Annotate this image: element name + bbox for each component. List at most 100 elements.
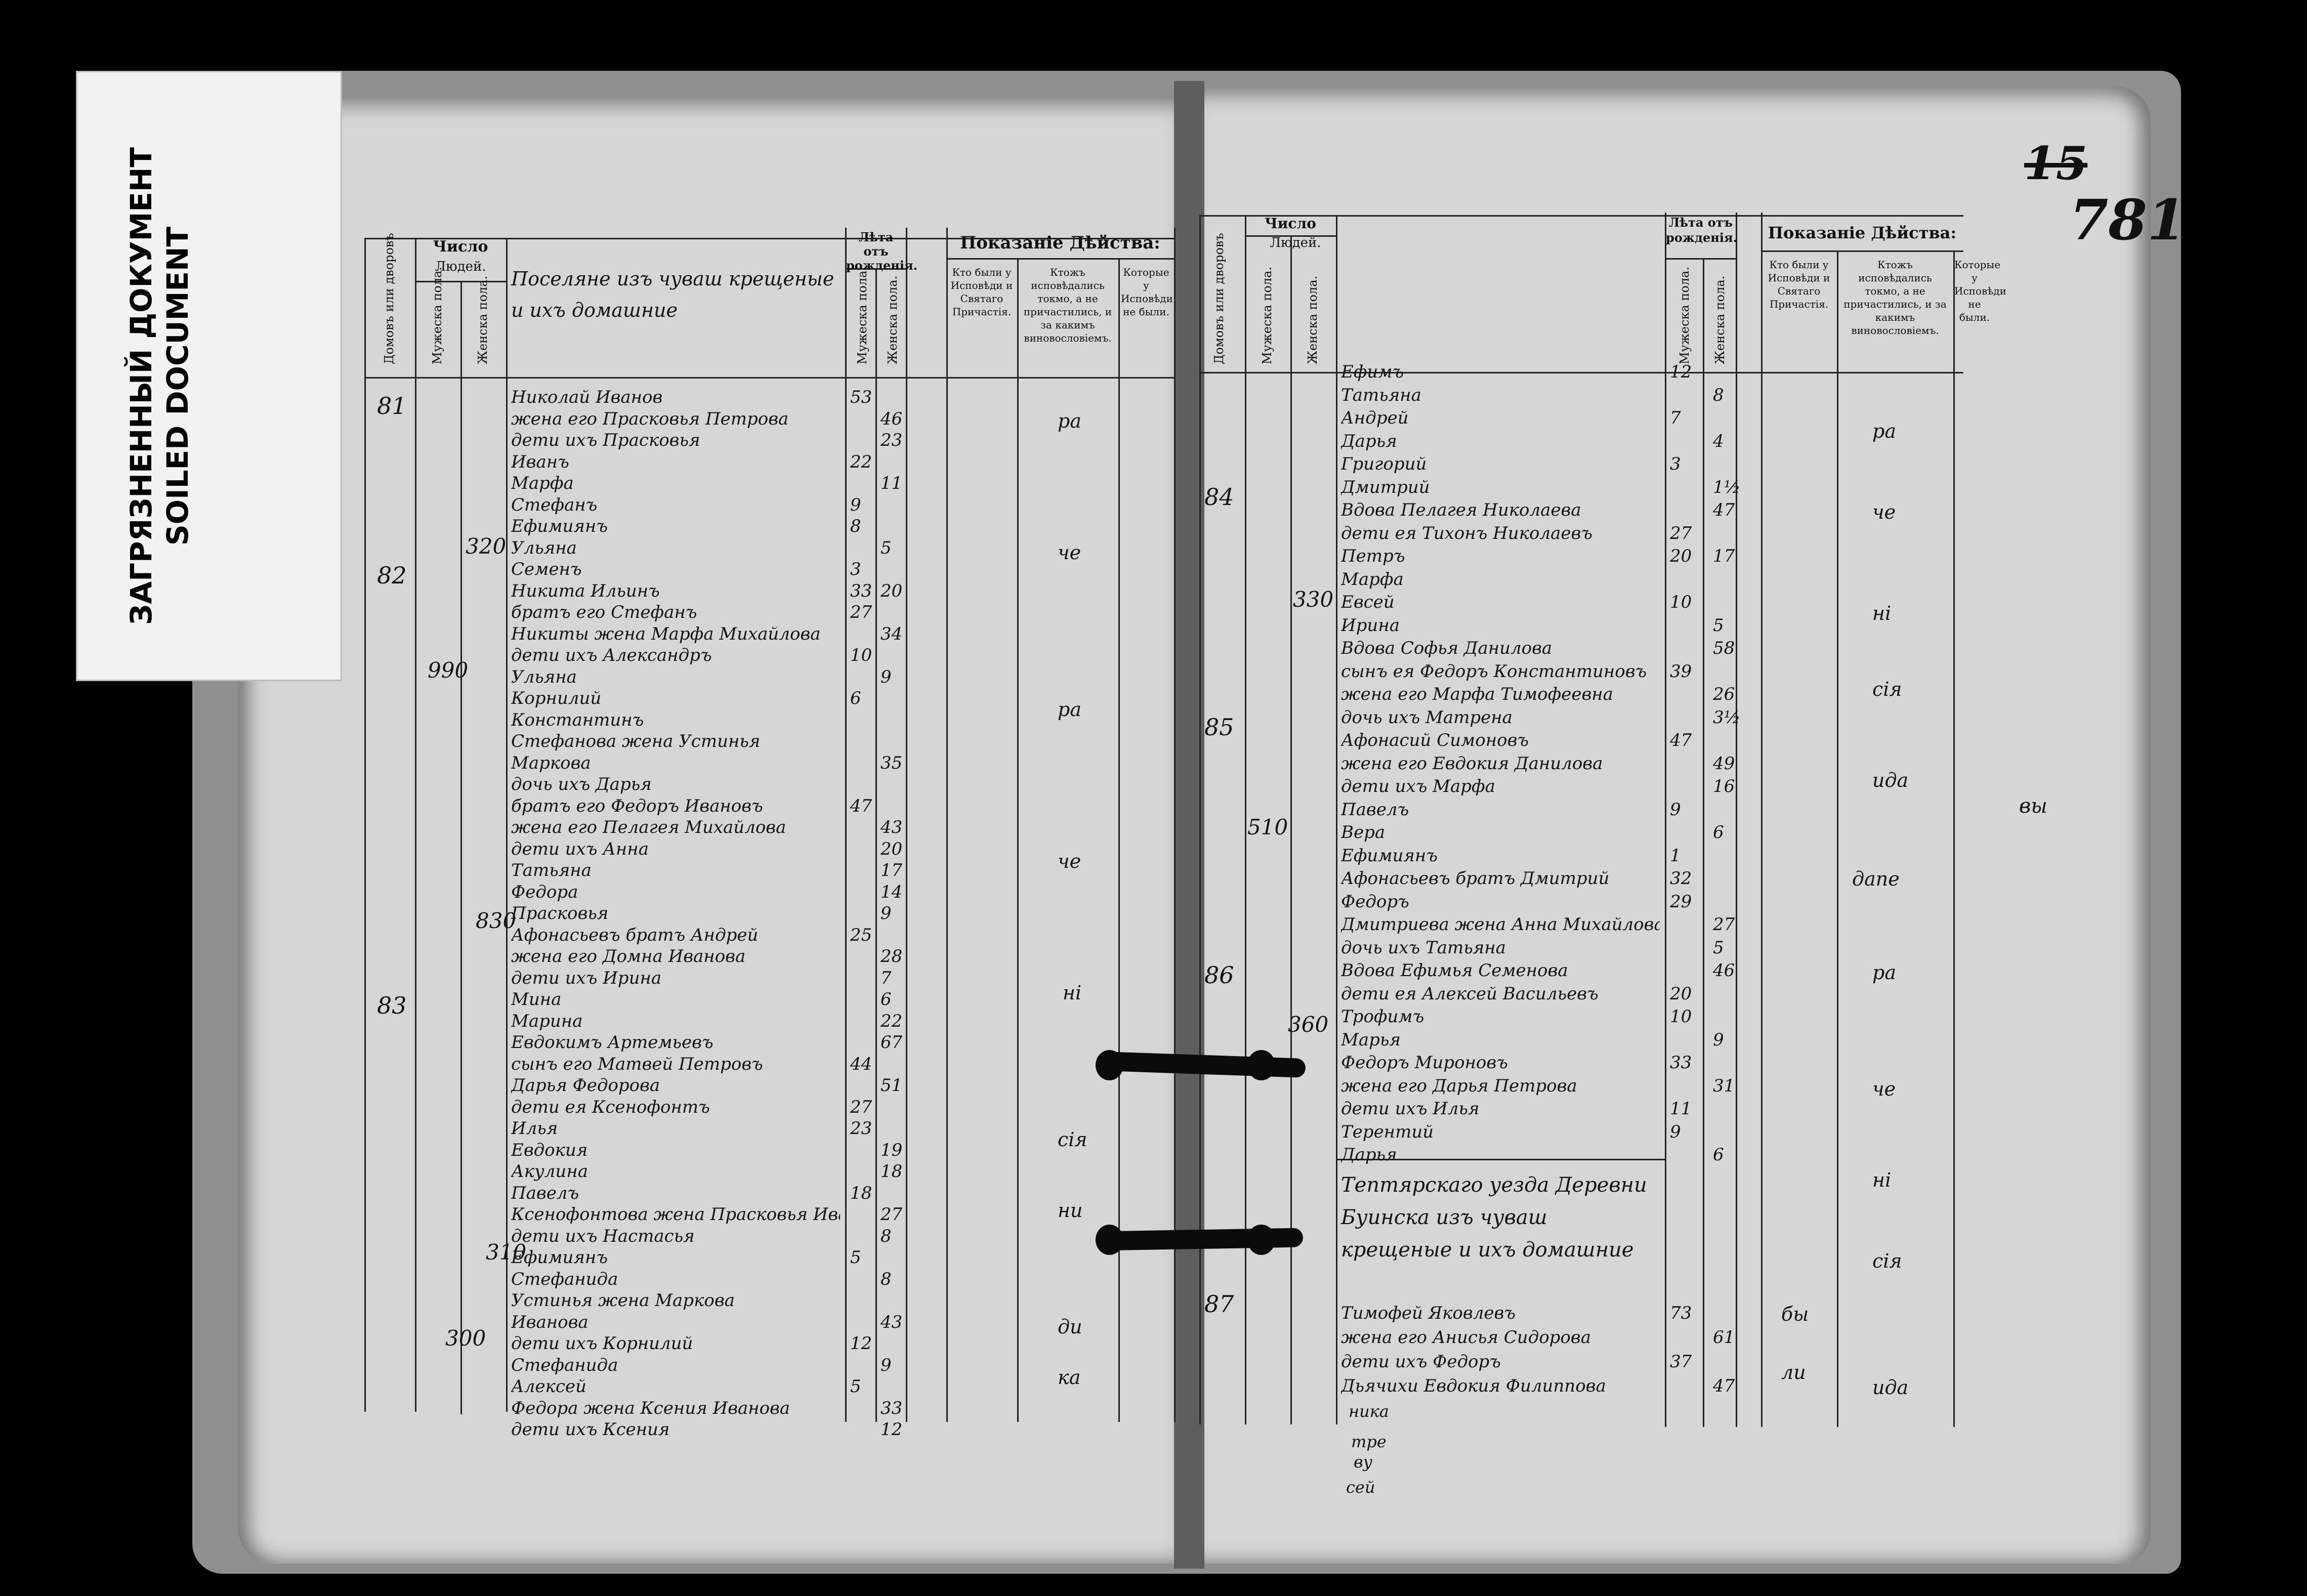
entry-name: сынъ ея Федоръ Константиновъ (1341, 661, 1647, 682)
entry-age-m: 12 (1670, 362, 1692, 382)
entry-name: сынъ его Матвей Петровъ (511, 1054, 763, 1074)
left-dvor-number: 82 (377, 562, 407, 589)
entry-age-f: 12 (880, 1419, 903, 1440)
right-mark: ли (1781, 1361, 1806, 1383)
entry-age-m: 8 (850, 516, 861, 536)
entry-age-m: 12 (850, 1333, 872, 1354)
entry-name: дети ихъ Марфа (1341, 776, 1495, 796)
right-header-leta-zh: Женска пола. (1713, 275, 1727, 364)
folio-struck: 15 (2024, 137, 2088, 190)
right-mark: бы (1781, 1303, 1809, 1325)
right-mark: ні (1872, 602, 1892, 624)
entry-age-f: 46 (1713, 960, 1735, 981)
left-mark: ди (1058, 1316, 1082, 1338)
entry-age-f: 9 (880, 666, 892, 687)
entry-name: дети ихъ Александръ (511, 645, 712, 665)
entry-age-m: 29 (1670, 891, 1692, 912)
left-margin-number: 310 (486, 1240, 527, 1265)
right-mark: ида (1872, 1376, 1909, 1399)
entry-age-m: 27 (850, 602, 872, 622)
entry-age-f: 8 (880, 1269, 892, 1289)
entry-age-m: 33 (850, 580, 872, 601)
entry-age-m: 32 (1670, 868, 1692, 889)
entry-age-m: 6 (850, 688, 861, 708)
entry-name: Ефимиянъ (511, 1247, 608, 1268)
left-margin-number: 830 (476, 908, 517, 933)
entry-age-m: 3 (1670, 454, 1681, 474)
entry-name: Корнилий (511, 688, 602, 708)
entry-name: дети ея Ксенофонтъ (511, 1097, 710, 1117)
right-dvor-number: 86 (1204, 961, 1234, 989)
left-page (238, 96, 1184, 1564)
entry-name: Федоръ Мироновъ (1341, 1053, 1508, 1073)
entry-name: Марина (511, 1011, 583, 1031)
entry-age-f: 18 (880, 1161, 903, 1182)
entry-name: Иванова (511, 1312, 589, 1332)
entry-age-f: 5 (880, 537, 892, 558)
entry-name: Андрей (1341, 408, 1409, 428)
left-mark: сія (1058, 1128, 1087, 1151)
entry-name: дочь ихъ Матрена (1341, 707, 1513, 728)
entry-name: братъ его Стефанъ (511, 602, 697, 622)
entry-name: Мина (511, 989, 562, 1010)
entry-name: Дарья (1341, 431, 1397, 451)
entry-name: дети ихъ Ксения (511, 1419, 670, 1440)
right-dvor-number: 87 (1204, 1290, 1234, 1318)
right-block-title: Тептярскаго уезда Деревни Буинска изъ чу… (1341, 1173, 1647, 1262)
left-header-chislo: Число (433, 238, 488, 256)
entry-name: Вдова Пелагея Николаева (1341, 500, 1581, 520)
entry-age-f: 67 (880, 1032, 903, 1053)
entry-age-m: 10 (850, 645, 872, 665)
sticker-line-ru: ЗАГРЯЗНЕННЫЙ ДОКУМЕНТ (124, 147, 158, 625)
entry-name: дети ихъ Прасковья (511, 430, 700, 450)
entry-name: Дарья Федорова (511, 1075, 660, 1096)
entry-age-f: 43 (880, 1312, 903, 1332)
entry-name: Дмитрий (1341, 477, 1430, 497)
entry-name: братъ его Федоръ Ивановъ (511, 795, 763, 816)
left-mark: че (1058, 850, 1081, 872)
entry-name: Устинья жена Маркова (511, 1290, 735, 1311)
entry-age-f: 14 (880, 881, 903, 902)
entry-age-m: 47 (850, 795, 872, 816)
entry-name: Евсей (1341, 592, 1395, 612)
left-header-domov: Домовъ или дворовъ (382, 233, 396, 364)
entry-name: Афонасий Симоновъ (1341, 730, 1529, 750)
soiled-document-sticker: ЗАГРЯЗНЕННЫЙ ДОКУМЕНТ SOILED DOCUMENT (76, 71, 342, 681)
right-mark: дапе (1852, 868, 1900, 890)
folio-number: 781 (2070, 187, 2186, 253)
entry-name: Ульяна (511, 537, 577, 558)
entry-age-m: 27 (1670, 523, 1692, 543)
entry-age-m: 73 (1670, 1303, 1692, 1323)
entry-name: Афонасьевъ братъ Андрей (511, 925, 759, 945)
right-page (1189, 86, 2151, 1564)
entry-age-m: 9 (1670, 799, 1681, 820)
left-mark: ра (1058, 698, 1081, 721)
entry-age-f: 22 (880, 1011, 903, 1031)
entry-name: Вдова Софья Данилова (1341, 638, 1553, 658)
entry-age-f: 31 (1713, 1075, 1735, 1096)
entry-name: дочь ихъ Татьяна (1341, 937, 1506, 958)
right-header-leta: Лѣта отъ рожденія. (1666, 215, 1738, 245)
entry-age-m: 39 (1670, 661, 1692, 682)
entry-age-f: 33 (880, 1398, 903, 1418)
entry-age-f: 6 (880, 989, 892, 1010)
left-header-leta-m: Мужеска пола. (855, 267, 869, 364)
entry-name: жена его Пелагея Михайлова (511, 817, 786, 837)
entry-age-m: 47 (1670, 730, 1692, 750)
entry-age-f: 3½ (1713, 707, 1741, 728)
entry-age-f: 27 (880, 1204, 903, 1225)
left-header-lyudey: Людей. (435, 259, 486, 274)
entry-name: Ксенофонтова жена Прасковья Иванова (511, 1204, 840, 1225)
entry-name: Ефимиянъ (1341, 845, 1438, 866)
entry-age-m: 5 (850, 1247, 861, 1268)
entry-name: Марфа (511, 473, 574, 493)
entry-age-f: 27 (1713, 914, 1735, 935)
entry-age-f: 61 (1713, 1327, 1735, 1348)
right-margin-number: 510 (1247, 815, 1288, 839)
entry-age-f: 9 (1713, 1029, 1724, 1050)
entry-name: Терентий (1341, 1121, 1434, 1142)
entry-name: дети ея Алексей Васильевъ (1341, 983, 1599, 1004)
left-header-leta: Лѣта отъ рожденія. (846, 230, 918, 273)
entry-name: Ефимиянъ (511, 516, 608, 536)
entry-name: жена его Домна Иванова (511, 946, 746, 967)
